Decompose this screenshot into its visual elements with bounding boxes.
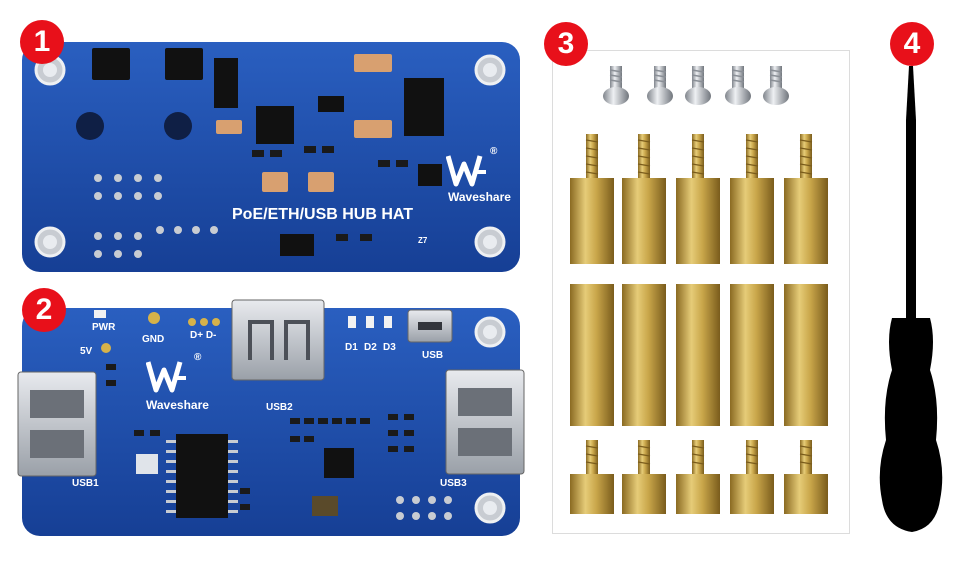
badge-2: 2	[22, 288, 66, 332]
board1-brand-mark: ®	[490, 146, 498, 157]
waveshare-logo-icon	[446, 155, 486, 187]
board1-part-label: Z7	[418, 236, 428, 245]
screw-icon	[603, 66, 789, 105]
standoff-icon	[570, 284, 828, 426]
badge-1: 1	[20, 20, 64, 64]
label-pwr: PWR	[92, 322, 116, 333]
label-d-plus-minus: D+ D-	[190, 330, 217, 341]
label-d2: D2	[364, 342, 377, 353]
label-usb3: USB3	[440, 478, 467, 489]
label-usb1: USB1	[72, 478, 99, 489]
label-5v: 5V	[80, 346, 93, 357]
standoff-icon	[570, 134, 828, 264]
label-gnd: GND	[142, 334, 165, 345]
board1-brand: Waveshare	[448, 190, 511, 204]
badge-3: 3	[544, 22, 588, 66]
label-usb: USB	[422, 350, 444, 361]
label-usb2: USB2	[266, 402, 293, 413]
board2-brand-mark: ®	[194, 352, 202, 363]
badge-4: 4	[890, 22, 934, 66]
waveshare-logo-icon	[146, 361, 186, 393]
board1-title: PoE/ETH/USB HUB HAT	[232, 206, 414, 223]
board2-brand: Waveshare	[146, 398, 209, 412]
standoff-icon	[570, 440, 828, 514]
screwdriver-icon	[879, 66, 943, 532]
label-d3: D3	[383, 342, 396, 353]
label-d1: D1	[345, 342, 358, 353]
